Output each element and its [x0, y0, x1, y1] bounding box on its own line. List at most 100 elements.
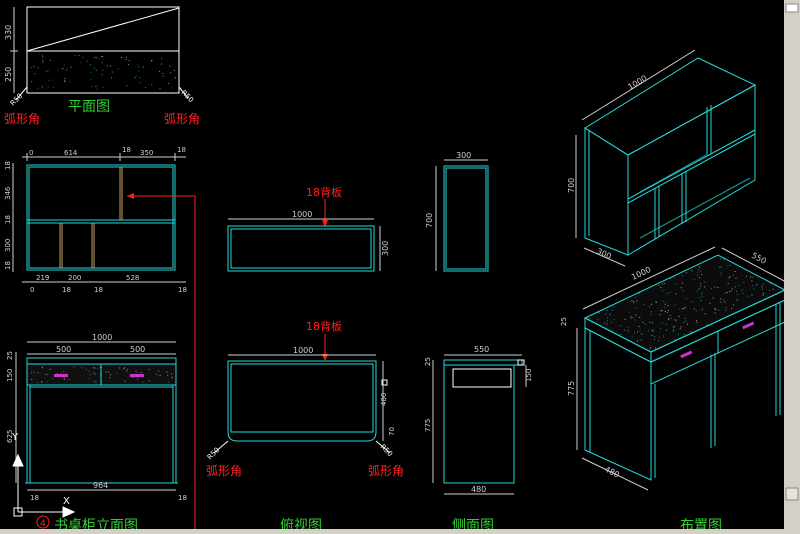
grain-dot	[669, 292, 671, 294]
grain-dot	[89, 374, 91, 376]
grain-dot	[92, 372, 94, 374]
grain-dot	[736, 300, 738, 302]
grain-dot	[619, 333, 621, 335]
grain-dot	[650, 314, 652, 316]
grain-dot	[66, 68, 68, 70]
grain-dot	[102, 55, 104, 57]
grain-dot	[700, 285, 702, 287]
grain-dot	[662, 290, 663, 292]
grain-dot	[70, 66, 72, 68]
grain-dot	[664, 306, 666, 308]
grip-marker	[381, 379, 388, 386]
grain-dot	[721, 272, 722, 274]
dim-25: 25	[560, 317, 568, 326]
vertical-scrollbar[interactable]	[784, 0, 800, 534]
grain-dot	[633, 332, 635, 334]
grain-dot	[753, 288, 755, 290]
grain-dot	[682, 308, 684, 310]
grain-dot	[675, 283, 677, 285]
grain-dot	[628, 311, 630, 313]
grain-dot	[746, 275, 747, 277]
desk-side-panel	[443, 364, 515, 484]
grain-dot	[752, 285, 754, 287]
grain-dot	[142, 66, 144, 68]
plan-outline	[26, 6, 180, 94]
desk-grain-texture	[31, 366, 173, 384]
grain-dot	[89, 377, 90, 379]
dim-bt-18c: 18	[178, 286, 187, 294]
grain-dot	[80, 62, 82, 64]
grain-dot	[151, 84, 153, 86]
grain-dot	[126, 368, 128, 370]
grain-dot	[171, 377, 173, 379]
grain-dot	[768, 290, 770, 291]
iso-shelf-side	[584, 127, 629, 256]
grain-dot	[652, 329, 654, 331]
grain-dot	[734, 286, 736, 288]
grain-dot	[679, 308, 681, 310]
dim-bt-0: 0	[30, 286, 34, 294]
grain-dot	[643, 304, 645, 306]
grain-dot	[171, 87, 173, 89]
grain-dot	[680, 326, 682, 328]
grain-dot	[736, 291, 737, 292]
grain-dot	[685, 272, 687, 274]
grain-dot	[701, 292, 703, 294]
grain-dot	[673, 331, 675, 332]
grain-dot	[95, 382, 97, 384]
grain-dot	[41, 54, 43, 56]
grain-dot	[140, 372, 142, 373]
dim-150: 150	[6, 369, 14, 382]
plan-leader-left	[15, 86, 28, 101]
grain-dot	[683, 322, 685, 323]
grain-dot	[698, 266, 700, 268]
grain-dot	[606, 323, 608, 325]
grain-dot	[160, 63, 162, 65]
grain-dot	[731, 288, 733, 290]
grain-dot	[82, 56, 84, 58]
grain-dot	[60, 372, 62, 374]
desk-side-top	[443, 359, 523, 366]
grain-dot	[159, 70, 161, 72]
grain-dot	[690, 331, 692, 333]
horizontal-scrollbar[interactable]	[0, 529, 800, 534]
dim-top-18b: 18	[177, 146, 186, 154]
grain-dot	[724, 292, 726, 294]
grain-dot	[685, 320, 687, 322]
drawer-handle-left	[54, 374, 68, 377]
grain-dot	[170, 72, 172, 74]
desk-back-note: 18背板	[306, 319, 342, 333]
grain-dot	[741, 289, 743, 291]
grain-dot	[627, 330, 629, 332]
grain-dot	[632, 316, 634, 318]
grain-dot	[672, 329, 674, 331]
dim-480: 480	[603, 465, 621, 480]
grain-dot	[698, 288, 700, 290]
grain-dot	[611, 310, 613, 311]
plan-top-view: 330 250 R50 R50 平面图 弧形角 弧形角	[4, 6, 200, 126]
grain-dot	[701, 293, 703, 295]
dim-bottom-528: 528	[126, 274, 139, 282]
grain-dot	[52, 378, 54, 379]
grain-dot	[613, 319, 615, 321]
grain-dot	[673, 276, 675, 278]
grain-dot	[124, 380, 126, 382]
grain-dot	[726, 291, 728, 293]
grain-dot	[85, 369, 87, 371]
grain-dot	[718, 309, 720, 311]
grain-dot	[630, 317, 632, 319]
dim-300: 300	[381, 241, 390, 256]
grain-dot	[634, 319, 636, 321]
grain-dot	[691, 270, 693, 272]
grain-dot	[724, 301, 726, 303]
plan-grain-texture	[31, 54, 176, 90]
grain-dot	[94, 373, 96, 375]
dim-1000: 1000	[92, 333, 112, 342]
grain-dot	[607, 317, 608, 319]
grain-dot	[588, 317, 590, 319]
grain-dot	[110, 374, 112, 376]
grain-dot	[99, 367, 101, 369]
grain-dot	[132, 376, 134, 378]
